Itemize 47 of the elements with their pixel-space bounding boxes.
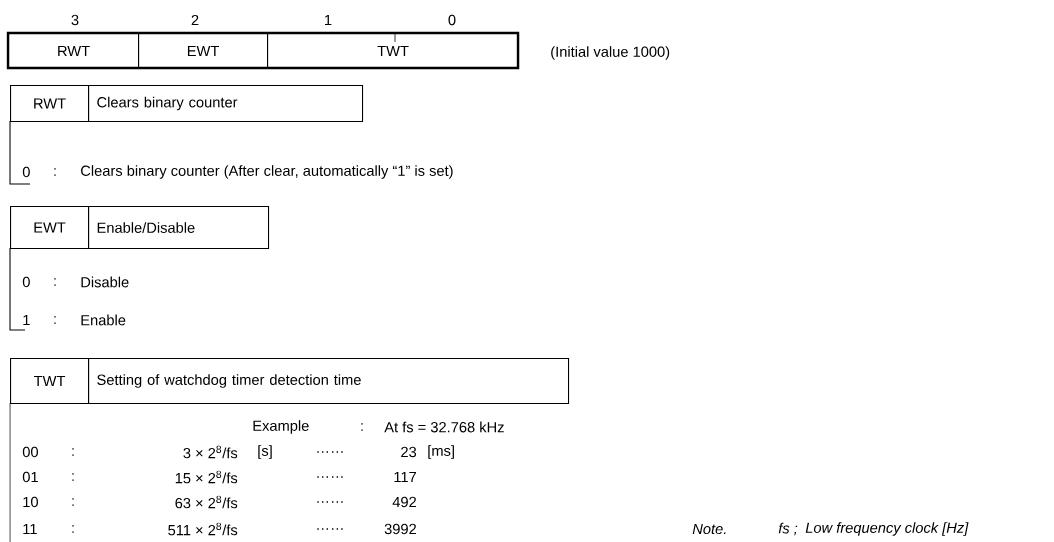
formula-text: 63 × 2$^{8}$/fs bbox=[175, 495, 238, 509]
setting-code: 11 bbox=[23, 523, 37, 535]
separator: : bbox=[72, 473, 74, 481]
formula-text: 511 × 2$^{8}$/fs bbox=[168, 522, 238, 536]
dot-leader: …… bbox=[317, 528, 343, 530]
setting-description: Clears binary counter (After clear, automatically “1” is set) bbox=[81, 165, 453, 179]
unit-text: [ms] bbox=[428, 445, 454, 459]
separator: : bbox=[54, 316, 56, 324]
note-text: Low frequency clock [Hz] bbox=[805, 522, 969, 536]
setting-code: 0 bbox=[22, 276, 30, 288]
formula-text: 3 × 2$^{8}$/fs bbox=[183, 445, 238, 459]
dot-leader: …… bbox=[317, 501, 343, 503]
separator: : bbox=[72, 525, 74, 533]
formula-text: 15 × 2$^{8}$/fs bbox=[175, 470, 238, 484]
setting-code: 10 bbox=[23, 496, 38, 508]
field-description-cell: Clears binary counter bbox=[88, 85, 364, 123]
separator: : bbox=[54, 278, 56, 286]
setting-code: 0 bbox=[22, 166, 30, 178]
setting-code: 00 bbox=[22, 446, 38, 458]
setting-code: 01 bbox=[22, 471, 38, 483]
field-description-cell: Enable/Disable bbox=[88, 206, 270, 250]
separator: : bbox=[54, 168, 56, 176]
separator: : bbox=[72, 498, 74, 506]
time-value: 3992 bbox=[384, 523, 416, 535]
separator: : bbox=[72, 448, 74, 456]
field-name-cell: EWT bbox=[10, 206, 90, 250]
note-text: Note. bbox=[692, 523, 726, 535]
field-name-cell: RWT bbox=[10, 85, 90, 123]
unit-text: [s] bbox=[258, 445, 272, 459]
setting-description: Enable bbox=[81, 314, 126, 326]
example-heading: Example bbox=[253, 420, 309, 434]
register-field-cell: TWT bbox=[267, 33, 520, 70]
dot-leader: …… bbox=[317, 451, 343, 453]
time-value: 492 bbox=[392, 496, 416, 508]
separator: : bbox=[361, 423, 363, 431]
note-text: fs ; bbox=[778, 522, 798, 536]
register-field-cell: EWT bbox=[138, 33, 269, 70]
time-value: 23 bbox=[401, 446, 417, 458]
setting-code: 1 bbox=[23, 314, 30, 326]
field-description-cell: Setting of watchdog timer detection time bbox=[88, 358, 570, 405]
time-value: 117 bbox=[394, 471, 416, 483]
field-name-cell: TWT bbox=[10, 358, 90, 405]
setting-description: Disable bbox=[81, 276, 129, 288]
initial-value-note: (Initial value 1000) bbox=[551, 46, 670, 60]
example-condition: At fs = 32.768 kHz bbox=[384, 421, 504, 433]
register-field-cell: RWT bbox=[8, 33, 140, 70]
dot-leader: …… bbox=[317, 476, 343, 478]
